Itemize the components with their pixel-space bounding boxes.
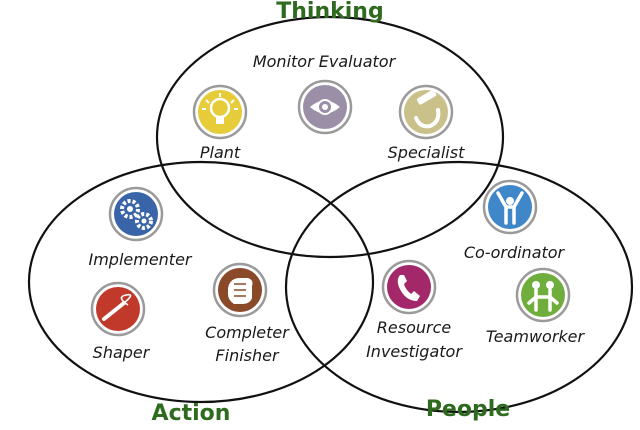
people-circle	[284, 160, 634, 414]
label-resource: Resource	[377, 318, 452, 337]
label-co-ordinator: Co-ordinator	[464, 243, 566, 262]
label-teamworker: Teamworker	[486, 327, 586, 346]
person-arms-up-icon	[482, 179, 538, 235]
label-investigator: Investigator	[366, 342, 463, 361]
group-title-people: People	[426, 397, 510, 422]
tool-icon	[398, 84, 454, 140]
group-title-action: Action	[152, 401, 231, 425]
hand-icon	[212, 262, 268, 318]
whip-icon	[90, 281, 146, 337]
label-completer: Completer	[205, 323, 290, 342]
label-implementer: Implementer	[88, 250, 192, 269]
label-specialist: Specialist	[388, 143, 465, 162]
action-circle	[27, 160, 375, 404]
label-finisher: Finisher	[215, 346, 280, 365]
group-title-thinking: Thinking	[276, 0, 383, 24]
thinking-circle	[155, 15, 505, 259]
eye-icon	[297, 79, 353, 135]
phone-icon	[381, 259, 437, 315]
label-plant: Plant	[200, 143, 241, 162]
label-shaper: Shaper	[93, 343, 151, 362]
gears-icon	[108, 186, 164, 242]
label-monitor-evaluator: Monitor Evaluator	[253, 52, 397, 71]
lightbulb-icon	[192, 84, 248, 140]
people-holding-hands-icon	[515, 267, 571, 323]
